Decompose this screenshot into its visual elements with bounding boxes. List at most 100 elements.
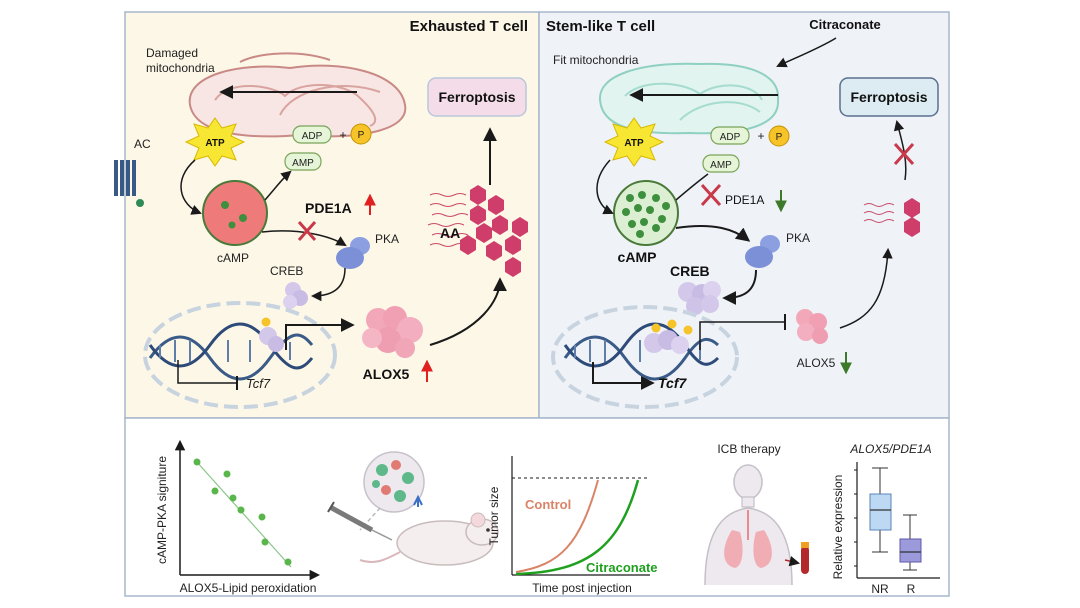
citraconate-label: Citraconate (809, 17, 881, 32)
ac-channel (114, 160, 144, 207)
scatter-points (193, 458, 292, 566)
amp-pill-left (284, 152, 322, 171)
adp-pill-right (710, 126, 750, 145)
patient-illustration (704, 464, 809, 586)
scatter-ylabel: cAMP-PKA signiture (155, 456, 169, 564)
scatter-point (284, 558, 292, 566)
phosphate-left (350, 123, 372, 145)
atp-to-camp-arrow-right (596, 159, 614, 215)
aa-lipids (427, 185, 528, 277)
pka-left (336, 237, 370, 269)
atp-label-right: ATP (624, 138, 644, 149)
damaged-mito-label-1: Damaged (146, 46, 198, 60)
adp-label-right: ADP (720, 132, 741, 143)
stemlike-title: Stem-like T cell (546, 18, 655, 35)
citraconate-arrow (776, 37, 837, 68)
tcf7-inhibit-left (177, 360, 236, 384)
dna-to-alox5-arrow (285, 318, 355, 350)
p-label-right: P (776, 132, 783, 143)
scatter-point (211, 487, 219, 495)
ferroptosis-box-left (427, 77, 527, 117)
nucleus-left (143, 301, 337, 409)
box-nr (869, 467, 892, 553)
scatter-point (193, 458, 201, 466)
camp-to-amp-arrow-left (264, 170, 292, 201)
nucleus-right (551, 305, 739, 409)
pka-label-left: PKA (375, 232, 399, 246)
bottom-panel (124, 417, 950, 597)
amp-label-left: AMP (292, 158, 314, 169)
pka-to-creb-arrow-right (722, 269, 757, 305)
camp-label-right: cAMP (618, 249, 657, 265)
creb-label-right: CREB (670, 263, 710, 279)
ferroptosis-label-right: Ferroptosis (850, 89, 927, 105)
camp-to-pka-arrow-left (261, 230, 347, 247)
scatter-point (229, 494, 237, 502)
adp-label-left: ADP (302, 131, 323, 142)
fit-mito-label: Fit mitochondria (553, 53, 639, 67)
camp-label-left: cAMP (217, 251, 249, 265)
boxplot-title: ALOX5/PDE1A (849, 442, 931, 456)
p-label-left: P (358, 130, 365, 141)
amp-label-right: AMP (710, 160, 732, 171)
camp-to-pka-arrow-right (675, 224, 751, 242)
fit-mitochondria (598, 62, 780, 135)
block-x-ferroptosis (893, 142, 915, 166)
alox5-left (362, 306, 423, 358)
alox5-to-aa-arrow (429, 277, 507, 346)
scatter-point (258, 513, 266, 521)
atp-label-left: ATP (205, 138, 225, 149)
boxplot-ylabel: Relative expression (831, 475, 845, 580)
alox5-label-right: ALOX5 (797, 356, 836, 370)
creb-bound-left (259, 317, 284, 352)
scatter-xlabel: ALOX5-Lipid peroxidation (180, 581, 317, 595)
damaged-mito-label-2: mitochondria (146, 61, 215, 75)
adp-pill-left (292, 125, 332, 144)
growth-xlabel: Time post injection (532, 581, 632, 595)
mouse-illustration (327, 451, 499, 566)
pka-label-right: PKA (786, 231, 810, 245)
ferroptosis-box-right (839, 77, 939, 117)
ac-label: AC (134, 137, 151, 151)
growth-ylabel: Tumor size (487, 486, 501, 545)
creb-bound-right (644, 319, 693, 354)
boxplot-category-nr: NR (871, 582, 889, 596)
pde1a-label-left: PDE1A (305, 200, 352, 216)
control-curve (515, 479, 599, 573)
scatter-point (261, 538, 269, 546)
plus-left: + (339, 128, 346, 142)
alox5-label-left: ALOX5 (363, 366, 410, 382)
icb-label: ICB therapy (717, 442, 780, 456)
scatter-point (223, 470, 231, 478)
atp-to-camp-arrow-left (180, 159, 202, 215)
control-label: Control (525, 497, 571, 512)
atp-star-left (184, 117, 246, 167)
creb-label-left: CREB (270, 264, 303, 278)
exhausted-title: Exhausted T cell (410, 18, 528, 35)
block-x-left (297, 221, 317, 241)
block-x-right-pde (700, 183, 722, 207)
ferroptosis-label-left: Ferroptosis (438, 89, 515, 105)
plus-right: + (757, 129, 764, 143)
phosphate-right (768, 125, 790, 147)
tcf7-arrow-right (592, 362, 655, 390)
pde1a-label-right: PDE1A (725, 193, 764, 207)
alox5-to-lipid-arrow-right (839, 247, 893, 329)
tcf7-label-left: Tcf7 (246, 376, 271, 391)
lipid-to-ferroptosis-right (893, 119, 907, 181)
boxplot-ticks (854, 469, 857, 567)
citraconate-curve (515, 479, 640, 576)
pka-right (745, 235, 780, 268)
camp-dots-right (622, 191, 670, 238)
alox5-right (796, 309, 828, 344)
citraconate-curve-label: Citraconate (586, 560, 658, 575)
boxplot-category-r: R (907, 582, 916, 596)
creb-right (678, 281, 721, 315)
alox5-inhibit-right (699, 321, 784, 350)
camp-circle-left (202, 180, 268, 246)
creb-left (283, 282, 308, 309)
tcf7-label-right: Tcf7 (658, 375, 687, 391)
pka-to-creb-arrow-left (310, 267, 346, 302)
scatter-fit-line (195, 460, 292, 568)
